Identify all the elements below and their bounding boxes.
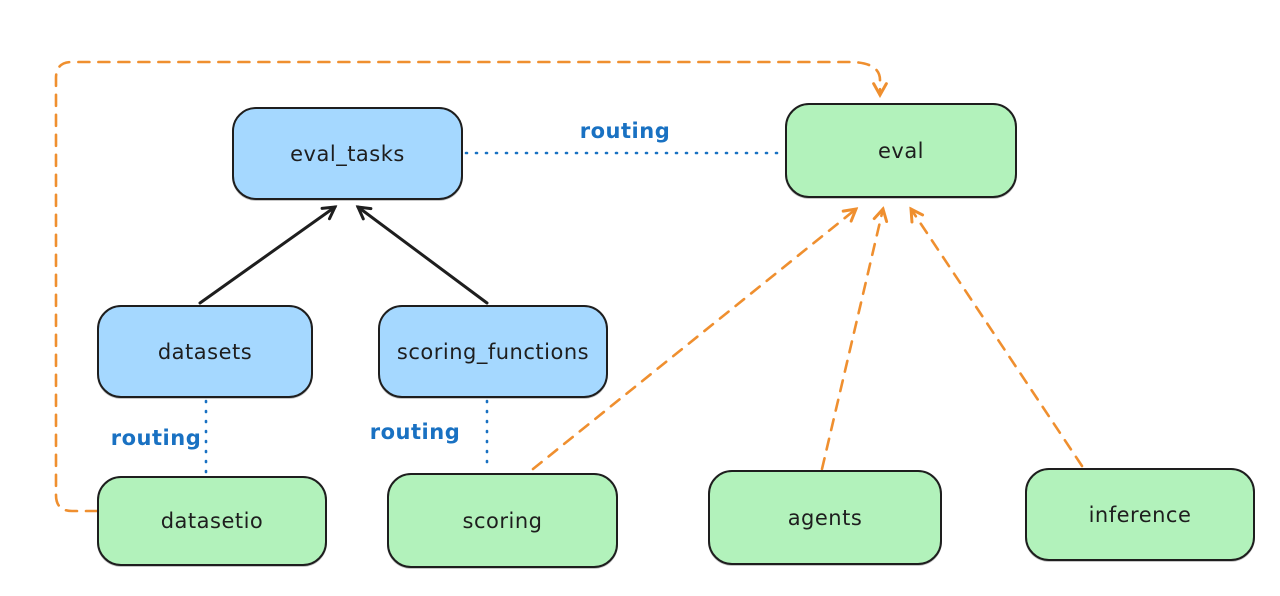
node-label: datasets — [157, 339, 253, 364]
edge-label-routing-top: routing — [579, 119, 671, 143]
edge-scoring_functions-to-eval_tasks — [358, 207, 489, 305]
node-label: inference — [1088, 502, 1192, 527]
node-label: scoring — [462, 508, 543, 533]
edge-scoring-to-eval — [531, 209, 856, 471]
edge-label-routing-datasetio: routing — [110, 426, 202, 450]
node-label: eval — [877, 138, 925, 163]
node-label: eval_tasks — [290, 141, 405, 166]
edge-datasets-to-eval_tasks — [198, 207, 335, 305]
edge-agents-to-eval — [820, 209, 883, 471]
node-agents: agents — [708, 470, 942, 565]
node-label: scoring_functions — [396, 339, 590, 364]
node-label: agents — [787, 505, 863, 530]
node-eval: eval — [785, 103, 1017, 198]
node-eval-tasks: eval_tasks — [232, 107, 463, 200]
node-label: datasetio — [160, 509, 264, 533]
node-scoring-functions: scoring_functions — [378, 305, 608, 398]
edge-label-routing-scoring: routing — [369, 420, 461, 444]
edge-datasetio-to-eval — [54, 60, 880, 513]
edge-inference-to-eval — [911, 209, 1084, 468]
node-datasetio: datasetio — [97, 476, 327, 566]
node-scoring: scoring — [387, 473, 618, 568]
node-inference: inference — [1025, 468, 1255, 561]
node-datasets: datasets — [97, 305, 313, 398]
